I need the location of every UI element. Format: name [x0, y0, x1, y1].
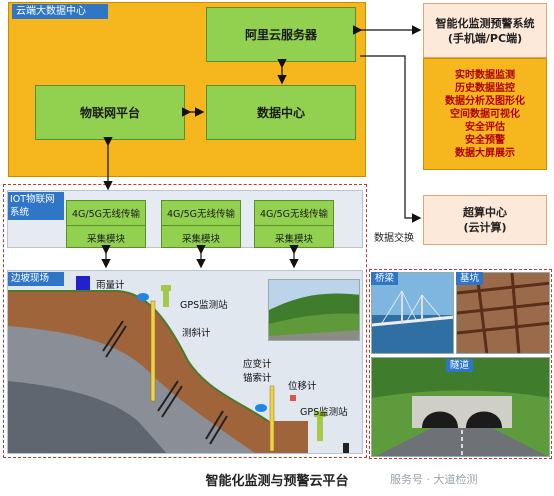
- feature-item: 安全评估: [465, 121, 505, 133]
- warning-system-box[interactable]: 智能化监测预警系统 (手机端/PC端): [423, 3, 547, 58]
- feature-item: 历史数据监控: [455, 82, 515, 94]
- rain-gauge-label: 雨量计: [96, 280, 125, 291]
- gps-station-bottom-label: GPS监测站: [300, 407, 348, 418]
- slope-photo: [268, 279, 360, 341]
- displacement-gauge-label: 位移计: [288, 381, 317, 392]
- warning-system-subtitle: (手机端/PC端): [447, 31, 523, 45]
- collect-label: 采集模块: [67, 225, 145, 250]
- application-scenes-border: [369, 269, 552, 459]
- gps-station-top-label: GPS监测站: [180, 300, 228, 311]
- cloud-data-center-title: 云端大数据中心: [12, 4, 108, 19]
- feature-item: 数据分析及图形化: [445, 95, 525, 107]
- figure-caption: 智能化监测与预警云平台: [205, 474, 349, 489]
- slope-cross-section-illustration: [8, 271, 362, 453]
- slope-field-panel: [7, 270, 363, 454]
- inclinometer-label: 测斜计: [182, 328, 211, 339]
- iot-platform-box[interactable]: 物联网平台: [35, 85, 185, 140]
- foundation-pit-photo[interactable]: [456, 272, 550, 354]
- supercomputing-center-box[interactable]: 超算中心 (云计算): [423, 195, 547, 245]
- collection-module-1[interactable]: 4G/5G无线传输 采集模块: [66, 200, 146, 248]
- wireless-label: 4G/5G无线传输: [166, 209, 235, 220]
- wireless-label: 4G/5G无线传输: [259, 209, 328, 220]
- feature-item: 数据大屏展示: [455, 147, 515, 159]
- collection-module-2[interactable]: 4G/5G无线传输 采集模块: [161, 200, 241, 248]
- warning-feature-list: 实时数据监测 历史数据监控 数据分析及图形化 空间数据可视化 安全评估 安全预警…: [423, 58, 547, 170]
- data-exchange-label: 数据交换: [374, 233, 414, 244]
- feature-item: 实时数据监测: [455, 69, 515, 81]
- supercomputing-subtitle: (云计算): [463, 221, 507, 234]
- data-center-box[interactable]: 数据中心: [206, 85, 356, 140]
- iot-system-title: IOT物联网系统: [8, 192, 64, 220]
- tunnel-photo[interactable]: [371, 357, 550, 457]
- foundation-pit-label: 基坑: [456, 272, 484, 285]
- collect-label: 采集模块: [162, 225, 240, 250]
- slope-field-title: 边坡现场: [8, 272, 64, 286]
- field-section-border: [3, 184, 367, 458]
- tunnel-label: 隧道: [446, 359, 474, 372]
- supercomputing-title: 超算中心: [463, 206, 507, 219]
- feature-item: 空间数据可视化: [450, 108, 520, 120]
- rain-gauge-icon: [76, 276, 90, 290]
- collection-module-3[interactable]: 4G/5G无线传输 采集模块: [254, 200, 334, 248]
- warning-system-title: 智能化监测预警系统: [435, 16, 535, 30]
- bridge-label: 桥梁: [371, 272, 399, 285]
- anchor-gauge-label: 锚索计: [243, 373, 272, 384]
- bridge-photo[interactable]: [371, 272, 454, 354]
- watermark: 服务号 · 大道检测: [390, 473, 478, 486]
- wireless-label: 4G/5G无线传输: [71, 209, 140, 220]
- collect-label: 采集模块: [255, 225, 333, 250]
- feature-item: 安全预警: [465, 134, 505, 146]
- strain-gauge-label: 应变计: [243, 359, 272, 370]
